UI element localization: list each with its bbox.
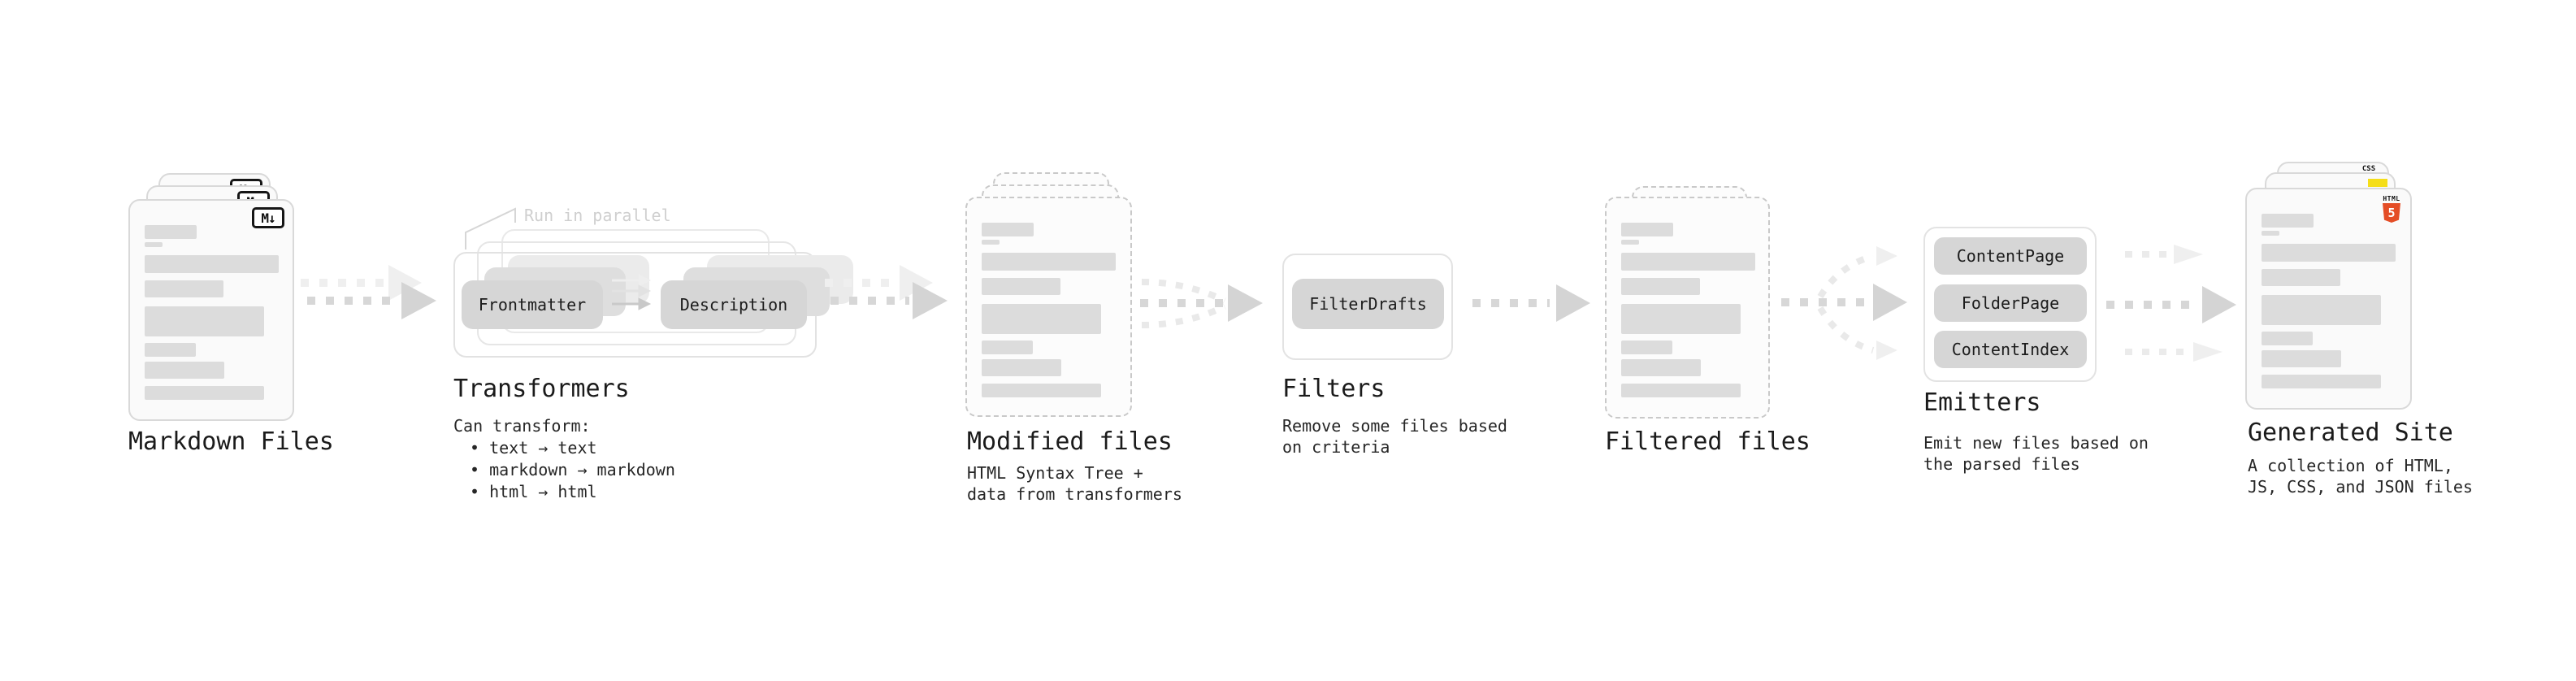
- filter-node-filterdrafts: FilterDrafts: [1292, 279, 1444, 329]
- text-line-placeholder: [982, 384, 1101, 397]
- arrow-modified-to-filters-merge: [1140, 279, 1263, 328]
- run-in-parallel-annotation: Run in parallel: [524, 206, 671, 225]
- text-line-placeholder: [1621, 359, 1701, 376]
- text-line-placeholder: [1621, 278, 1700, 295]
- text-line-placeholder: [145, 306, 264, 336]
- text-line-placeholder: [982, 340, 1033, 354]
- stage-title-filtered-files: Filtered files: [1605, 427, 1811, 456]
- transformers-caption-line: • html → html: [470, 482, 597, 501]
- modified-caption-line: data from transformers: [967, 484, 1182, 504]
- text-line-placeholder: [982, 240, 1000, 245]
- text-line-placeholder: [2262, 350, 2341, 367]
- stage-title-generated-site: Generated Site: [2248, 419, 2453, 447]
- parallel-mini-arrows: [612, 274, 652, 310]
- filters-caption-line: on criteria: [1282, 437, 1390, 457]
- stage-title-emitters: Emitters: [1923, 388, 2041, 417]
- stage-title-transformers: Transformers: [453, 375, 630, 403]
- transformer-node-description: Description: [661, 280, 807, 329]
- text-line-placeholder: [982, 223, 1034, 236]
- transformers-caption-line: • text → text: [470, 438, 597, 458]
- text-line-placeholder: [982, 278, 1060, 295]
- text-line-placeholder: [2262, 295, 2381, 325]
- emitters-caption-line: Emit new files based on: [1923, 433, 2149, 453]
- arrow-filters-to-filtered: [1472, 284, 1590, 322]
- html5-icon: HTML 5: [2381, 195, 2402, 223]
- arrow-transformers-to-modified: [825, 265, 948, 319]
- text-line-placeholder: [145, 362, 224, 379]
- text-line-placeholder: [1621, 384, 1741, 397]
- js-icon: [2368, 179, 2387, 187]
- emitters-caption-line: the parsed files: [1923, 454, 2080, 474]
- text-line-placeholder: [1621, 240, 1639, 245]
- transformer-node-frontmatter: Frontmatter: [462, 280, 603, 329]
- text-line-placeholder: [145, 255, 279, 273]
- filters-caption-line: Remove some files based: [1282, 416, 1507, 436]
- filtered-card-front: [1605, 197, 1770, 419]
- text-line-placeholder: [982, 359, 1061, 376]
- text-line-placeholder: [1621, 253, 1755, 271]
- arrow-filtered-to-emitters-fanout: [1781, 246, 1907, 360]
- text-line-placeholder: [2262, 332, 2313, 345]
- generated-card-front: HTML 5: [2245, 188, 2412, 410]
- generated-caption-line: A collection of HTML,: [2248, 456, 2453, 475]
- transformers-caption-line: Can transform:: [453, 416, 591, 436]
- generated-caption-line: JS, CSS, and JSON files: [2248, 477, 2473, 497]
- text-line-placeholder: [145, 386, 264, 400]
- text-line-placeholder: [2262, 231, 2279, 236]
- annotation-connector-line: [465, 207, 516, 249]
- text-line-placeholder: [2262, 214, 2314, 228]
- emitter-node-contentpage: ContentPage: [1934, 237, 2087, 275]
- stage-title-modified-files: Modified files: [967, 427, 1173, 456]
- arrow-markdown-to-transformers: [301, 265, 436, 319]
- stage-title-filters: Filters: [1282, 375, 1386, 403]
- modified-caption-line: HTML Syntax Tree +: [967, 463, 1143, 483]
- text-line-placeholder: [145, 280, 223, 297]
- text-line-placeholder: [145, 343, 196, 357]
- text-line-placeholder: [2262, 375, 2381, 388]
- text-line-placeholder: [2262, 244, 2396, 262]
- text-line-placeholder: [982, 304, 1101, 334]
- markdown-icon: M↓: [252, 207, 284, 228]
- arrow-emitters-to-generated: [2106, 245, 2236, 362]
- text-line-placeholder: [1621, 223, 1673, 236]
- text-line-placeholder: [145, 242, 163, 247]
- text-line-placeholder: [982, 253, 1116, 271]
- emitter-node-contentindex: ContentIndex: [1934, 331, 2087, 368]
- emitter-node-folderpage: FolderPage: [1934, 284, 2087, 322]
- transformers-caption-line: • markdown → markdown: [470, 460, 675, 479]
- stage-title-markdown-files: Markdown Files: [128, 427, 334, 456]
- markdown-card-front: M↓: [128, 199, 294, 421]
- text-line-placeholder: [2262, 269, 2340, 286]
- text-line-placeholder: [1621, 304, 1741, 334]
- modified-card-front: [965, 197, 1132, 417]
- text-line-placeholder: [145, 225, 197, 239]
- text-line-placeholder: [1621, 340, 1672, 354]
